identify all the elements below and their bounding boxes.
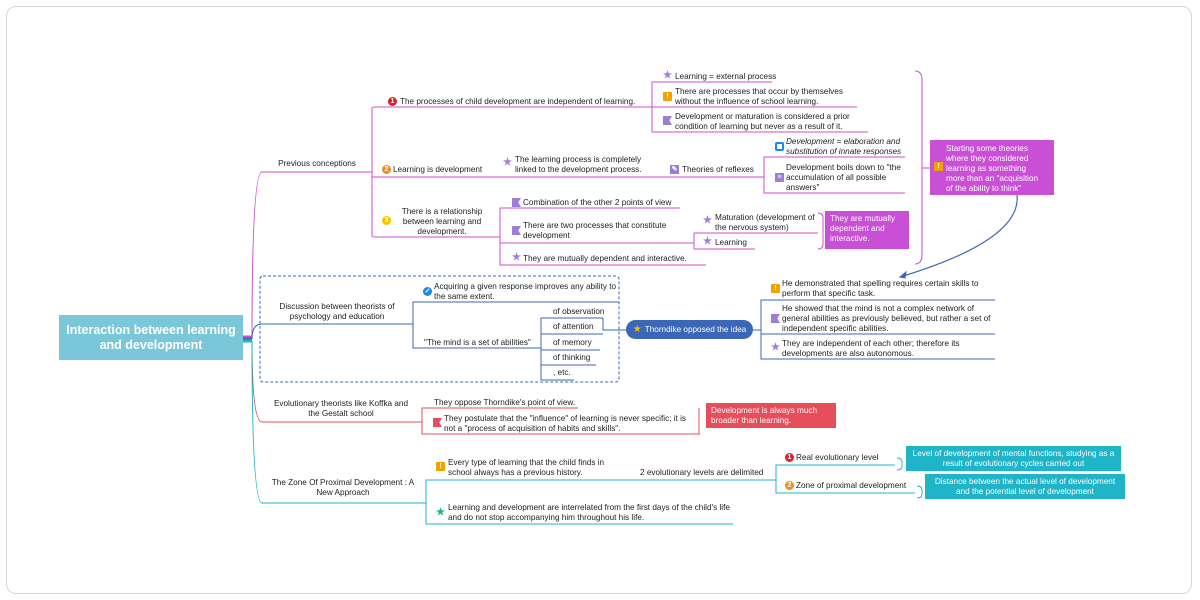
item-two-processes[interactable]: There are two processes that constitute …	[523, 221, 667, 240]
item-mutually-dependent[interactable]: They are mutually dependent and interact…	[523, 254, 687, 263]
star-icon: ★	[663, 70, 672, 81]
item-independent[interactable]: They are independent of each other; ther…	[782, 339, 960, 358]
item-interrelated[interactable]: Learning and development are interrelate…	[448, 503, 730, 522]
item-learning[interactable]: Learning	[715, 238, 747, 247]
item-spelling[interactable]: He demonstrated that spelling requires c…	[782, 279, 979, 298]
number-3-icon: 3	[382, 216, 391, 225]
item-prior-condition[interactable]: Development or maturation is considered …	[675, 112, 850, 131]
item-mind-not-network[interactable]: He showed that the mind is not a complex…	[782, 304, 991, 333]
branch-discussion[interactable]: Discussion between theorists of psycholo…	[279, 302, 395, 321]
item-elaboration[interactable]: Development = elaboration and substituti…	[786, 137, 902, 156]
item-combination[interactable]: Combination of the other 2 points of vie…	[523, 198, 672, 207]
callout-text: Starting some theories where they consid…	[946, 144, 1039, 193]
number-1-icon: 1	[785, 453, 794, 462]
topic-learning-is-development[interactable]: Learning is development	[393, 165, 483, 174]
ability-memory[interactable]: of memory	[553, 338, 592, 347]
central-topic[interactable]: Interaction between learning and develop…	[59, 315, 243, 360]
topic-thorndike[interactable]: ★ Thorndike opposed the idea	[626, 320, 753, 339]
notes-icon: ≡	[775, 173, 784, 182]
warning-icon: !	[436, 462, 445, 471]
level-real-evolutionary[interactable]: Real evolutionary level	[796, 453, 879, 462]
callout-mutually-dependent[interactable]: They are mutually dependent and interact…	[825, 211, 909, 249]
flag-icon	[433, 418, 442, 427]
pencil-icon: ✎	[670, 165, 679, 174]
flag-icon	[771, 314, 780, 323]
item-influence-never-specific[interactable]: They postulate that the "influence" of l…	[444, 414, 687, 433]
item-processes-themselves[interactable]: There are processes that occur by themse…	[675, 87, 843, 106]
item-previous-history[interactable]: Every type of learning that the child fi…	[448, 458, 605, 477]
warning-icon: !	[771, 284, 780, 293]
check-icon: ✓	[423, 287, 432, 296]
branch-previous-conceptions[interactable]: Previous conceptions	[278, 159, 356, 168]
level-zone-proximal[interactable]: Zone of proximal development	[796, 481, 907, 490]
item-linked-process[interactable]: The learning process is completely linke…	[515, 155, 642, 174]
flag-icon	[512, 226, 521, 235]
number-2-icon: 2	[382, 165, 391, 174]
star-icon: ★	[771, 342, 780, 353]
number-1-icon: 1	[388, 97, 397, 106]
star-icon: ★	[632, 324, 642, 335]
ability-attention[interactable]: of attention	[553, 322, 594, 331]
star-icon: ★	[503, 157, 512, 168]
group-boundary	[259, 275, 620, 383]
item-two-levels[interactable]: 2 evolutionary levels are delimited	[640, 468, 764, 477]
item-acquiring-response[interactable]: Acquiring a given response improves any …	[434, 282, 617, 301]
callout-starting-theories[interactable]: ! Starting some theories where they cons…	[930, 140, 1054, 195]
star-icon: ★	[703, 215, 712, 226]
topic-theories-of-reflexes[interactable]: Theories of reflexes	[682, 165, 754, 174]
item-learning-external[interactable]: Learning = external process	[675, 72, 777, 81]
topic-thorndike-label: Thorndike opposed the idea	[644, 325, 747, 334]
topic-relationship[interactable]: There is a relationship between learning…	[401, 207, 483, 236]
item-oppose-thorndike[interactable]: They oppose Thorndike's point of view.	[434, 398, 576, 407]
number-2-icon: 2	[785, 481, 794, 490]
warning-icon: !	[934, 162, 943, 171]
topic-independent-processes[interactable]: The processes of child development are i…	[400, 97, 636, 106]
item-maturation[interactable]: Maturation (development of the nervous s…	[715, 213, 815, 232]
callout-level-of-development[interactable]: Level of development of mental functions…	[906, 446, 1121, 471]
branch-zone-of-proximal-development[interactable]: The Zone Of Proximal Development : A New…	[271, 478, 415, 497]
star-icon: ★	[436, 507, 445, 518]
star-icon: ★	[703, 236, 712, 247]
ability-thinking[interactable]: of thinking	[553, 353, 591, 362]
warning-icon: !	[663, 92, 672, 101]
item-mind-abilities[interactable]: "The mind is a set of abilities"	[424, 338, 531, 347]
star-icon: ★	[512, 252, 521, 263]
item-accumulation[interactable]: Development boils down to "the accumulat…	[786, 163, 901, 192]
ability-observation[interactable]: of observation	[553, 307, 605, 316]
target-icon	[775, 142, 784, 151]
branch-evolutionary-theorists[interactable]: Evolutionary theorists like Koffka and t…	[273, 399, 409, 418]
callout-development-broader[interactable]: Development is always much broader than …	[706, 403, 836, 428]
callout-distance-levels[interactable]: Distance between the actual level of dev…	[925, 474, 1125, 499]
flag-icon	[663, 116, 672, 125]
flag-icon	[512, 198, 521, 207]
ability-etc[interactable]: , etc.	[553, 368, 571, 377]
